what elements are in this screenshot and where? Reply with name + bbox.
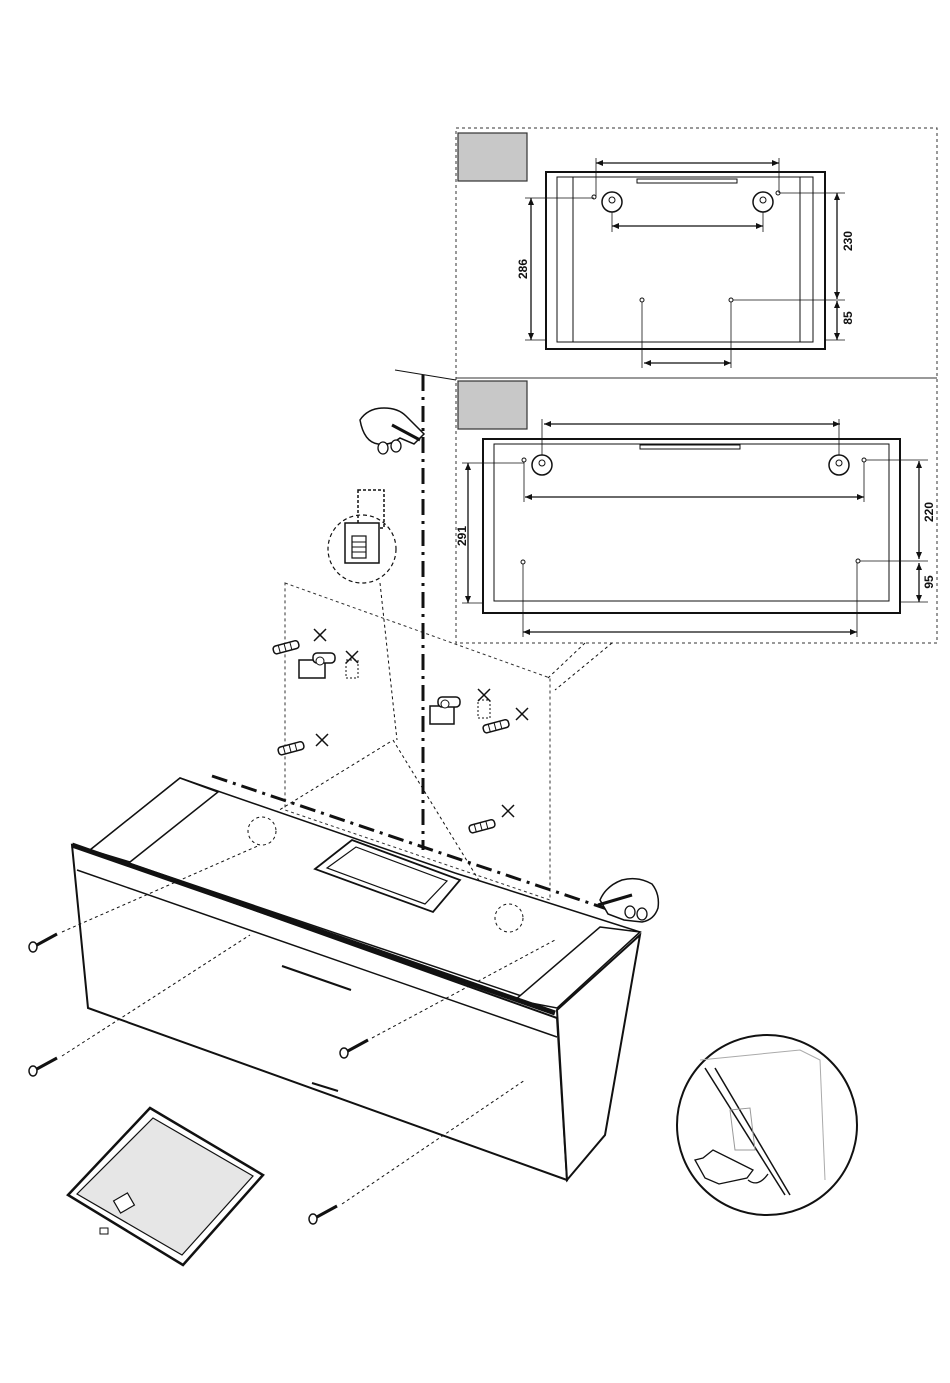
hand-pencil-top-icon xyxy=(360,408,424,454)
templates-inset xyxy=(456,128,937,643)
template-a-knob-left xyxy=(602,192,622,212)
template-a-tag xyxy=(458,133,527,181)
dim-b-220: 220 xyxy=(922,502,936,522)
mounting-bracket-right xyxy=(430,697,490,724)
template-a: 286 230 85 xyxy=(458,133,855,368)
dim-b-291: 291 xyxy=(455,526,469,546)
template-b-tag xyxy=(458,381,527,429)
dim-b-95: 95 xyxy=(922,575,936,589)
dim-a-85: 85 xyxy=(841,311,855,325)
template-b: 291 220 95 xyxy=(455,381,936,637)
template-b-knob-left xyxy=(532,455,552,475)
mounting-bracket-left xyxy=(299,653,358,678)
template-b-knob-right xyxy=(829,455,849,475)
dim-a-286: 286 xyxy=(516,259,530,279)
grease-filter xyxy=(68,1108,263,1265)
dim-a-230: 230 xyxy=(841,231,855,251)
hand-pencil-right-icon xyxy=(598,879,658,922)
bracket-detail xyxy=(328,490,397,740)
template-a-knob-right xyxy=(753,192,773,212)
edge-detail xyxy=(677,1035,857,1215)
